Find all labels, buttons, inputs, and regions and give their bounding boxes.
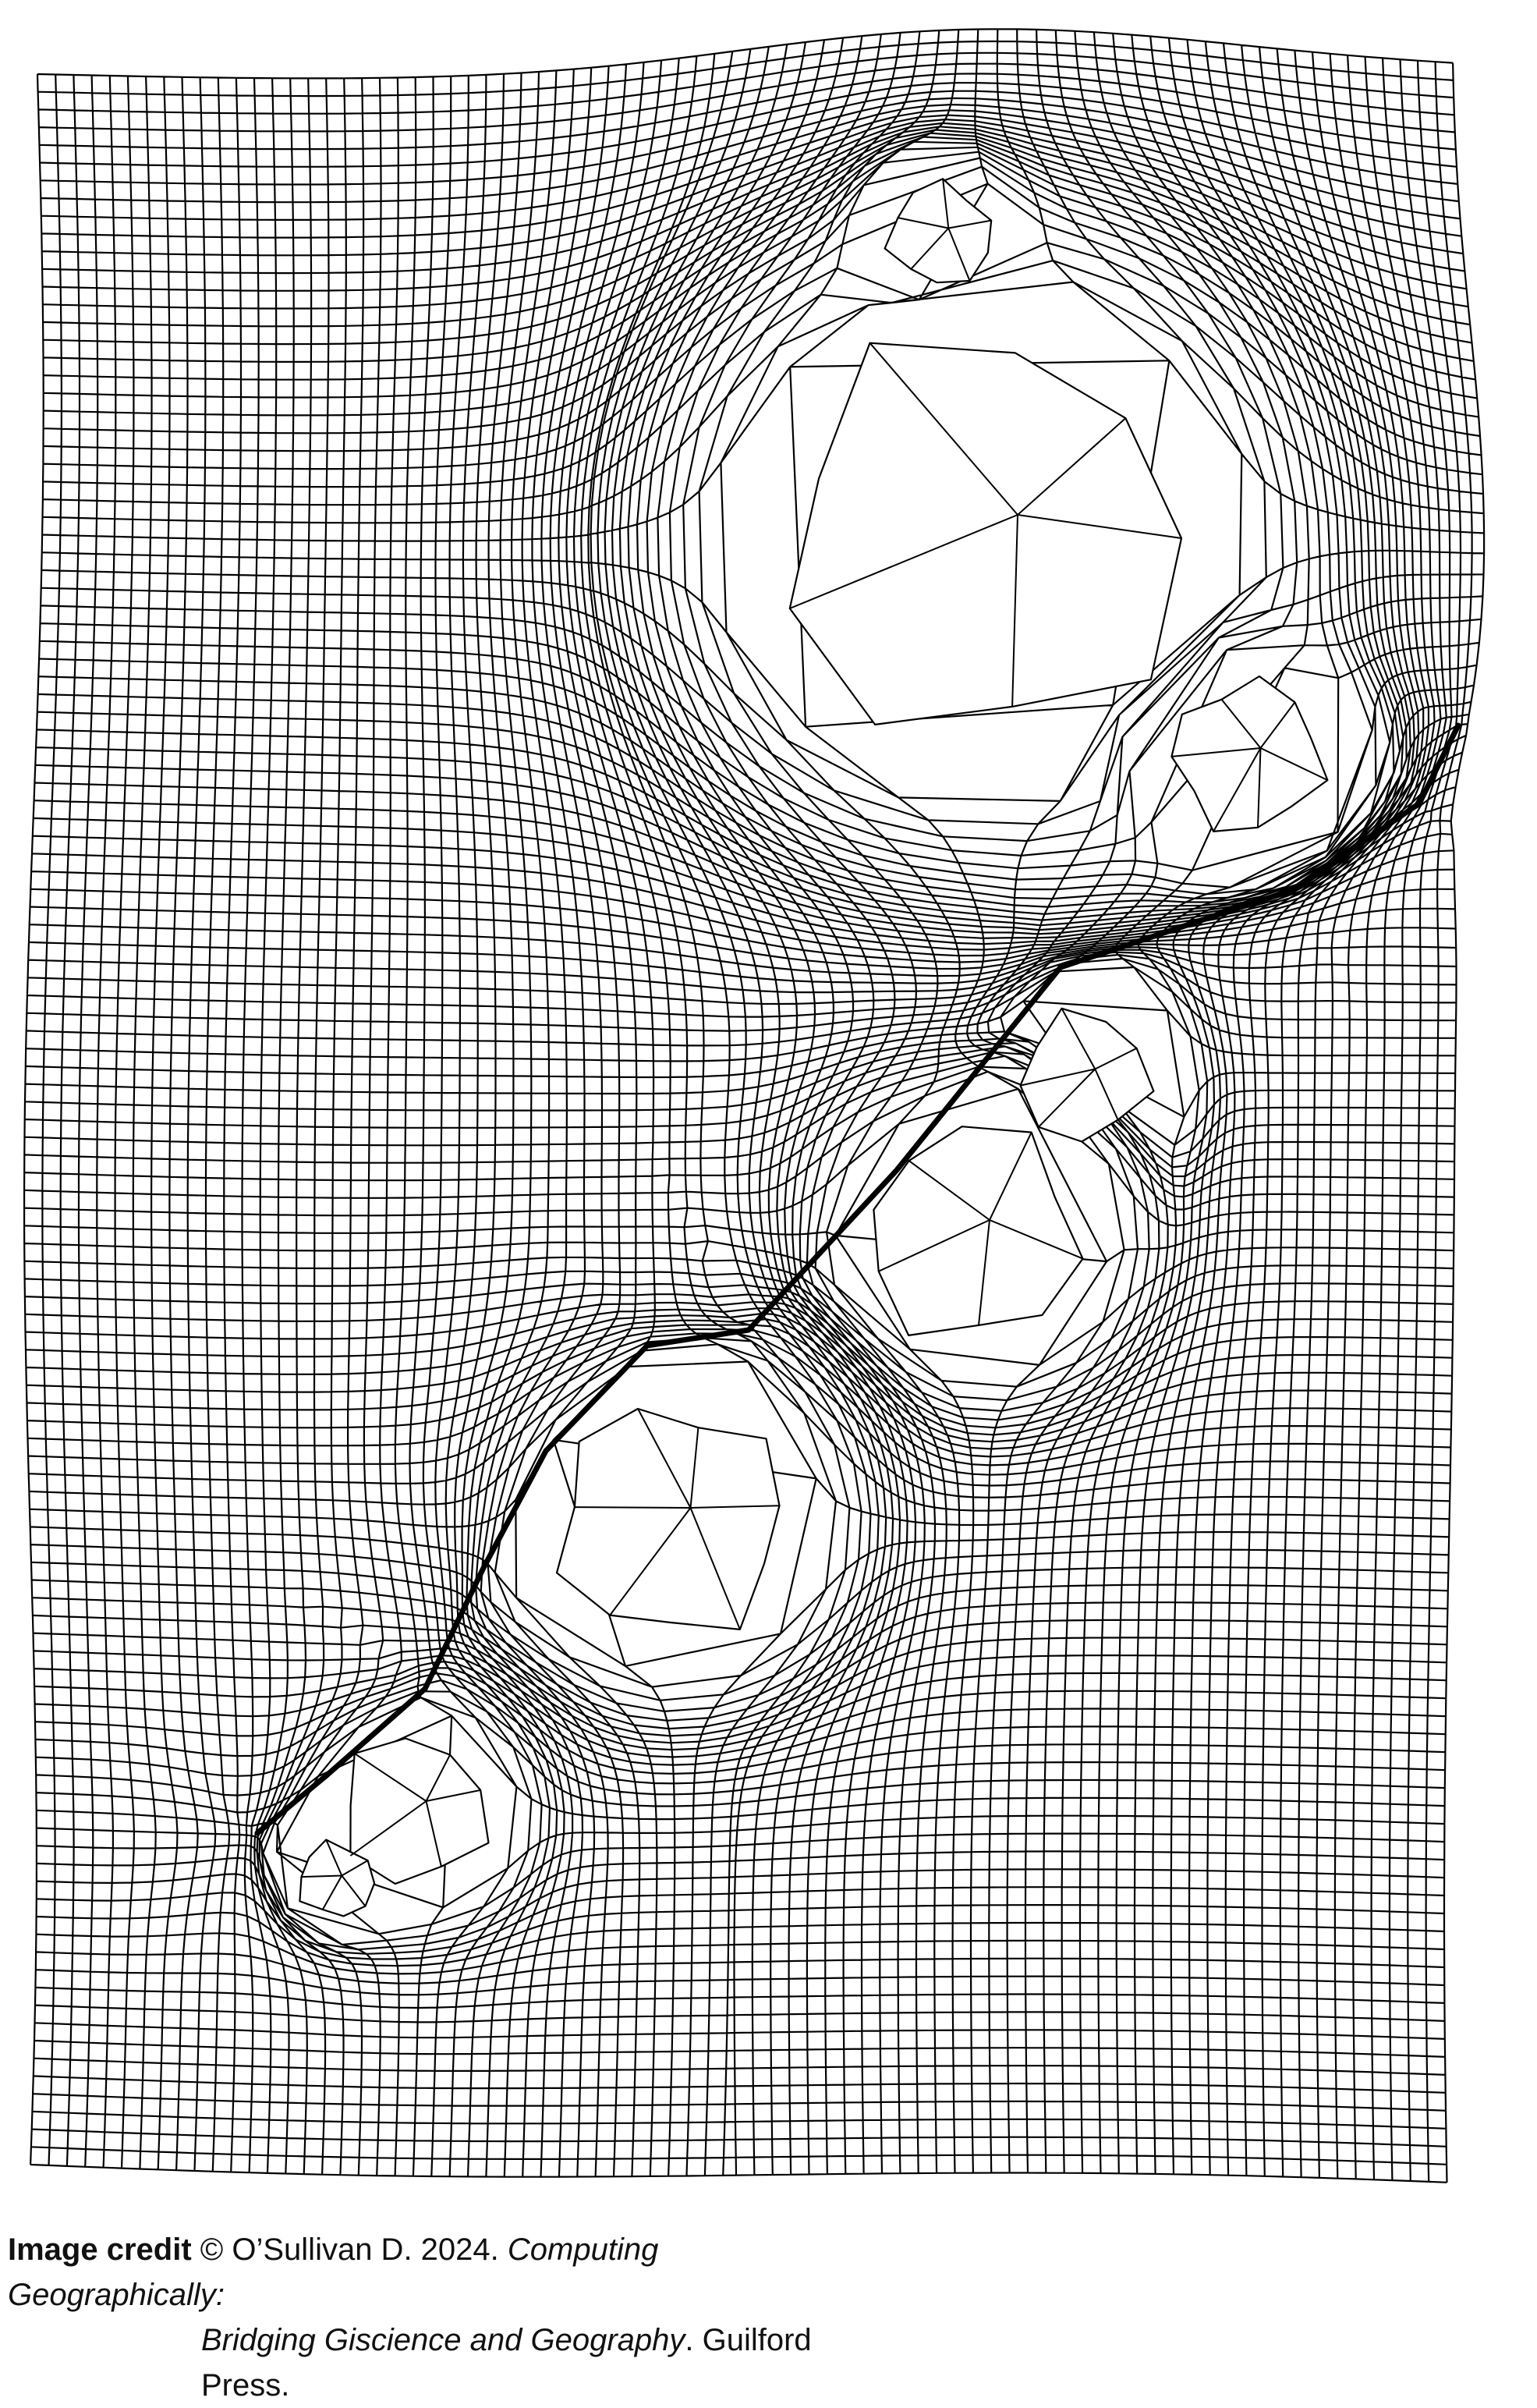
facet-lines [898, 179, 992, 282]
empty-cell-polygon [349, 1737, 490, 1885]
image-credit: Image credit © O’Sullivan D. 2024. Compu… [8, 2227, 866, 2408]
grid-lines [23, 28, 1486, 2183]
credit-author: © O’Sullivan D. 2024. [200, 2232, 499, 2267]
grid-mesh [23, 28, 1486, 2183]
collapsed-ridge-line [254, 722, 1461, 1836]
empty-cell-polygon [1019, 1007, 1155, 1143]
distorted-grid-cartogram [23, 28, 1486, 2183]
empty-cell-polygon [873, 1126, 1084, 1337]
empty-cell-polygon [299, 1839, 376, 1917]
credit-title-part1: Computing Geographically: [8, 2232, 659, 2312]
hole-facets [301, 179, 1328, 1910]
facet-lines [1171, 699, 1328, 832]
empty-cell-polygon [884, 178, 993, 284]
credit-title-part2: Bridging Giscience and Geography [201, 2323, 685, 2357]
facet-lines [1020, 1008, 1138, 1128]
facet-lines [878, 1132, 1083, 1326]
empty-cell-polygon [788, 342, 1183, 726]
credit-line-2: Bridging Giscience and Geography. Guilfo… [8, 2318, 866, 2408]
empty-cells [299, 178, 1329, 1917]
empty-cell-polygon [555, 1407, 781, 1630]
facet-lines [349, 1753, 481, 1867]
facet-lines [789, 342, 1182, 707]
empty-cell-polygon [1170, 675, 1329, 833]
facet-lines [301, 1839, 369, 1910]
facet-lines [574, 1408, 780, 1630]
credit-label: Image credit [8, 2232, 192, 2267]
